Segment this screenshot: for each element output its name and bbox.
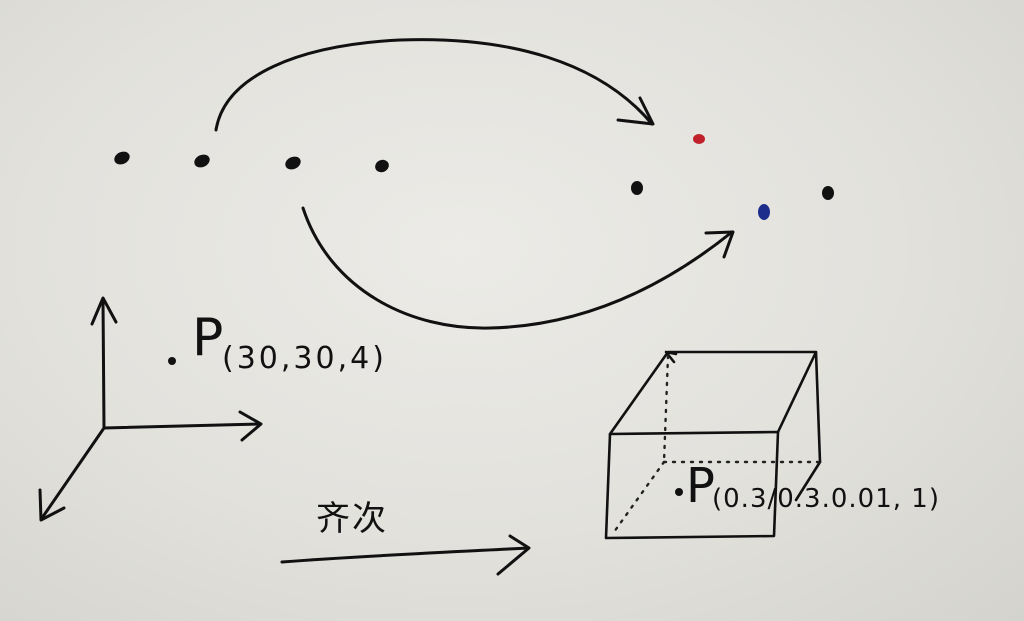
cube-hidden-diagonal <box>612 460 666 534</box>
cube-front-face <box>604 430 780 540</box>
dot-left-3 <box>285 156 301 170</box>
axis-y-arrowhead <box>90 296 118 326</box>
dot-red <box>693 134 705 144</box>
point-p-ndc-coords: (0.3/0.3.0.01, 1) <box>712 484 940 514</box>
upper-arc-arrow <box>214 38 654 132</box>
dot-left-2 <box>194 154 210 168</box>
homogeneous-arrowhead <box>496 534 531 576</box>
cube-hidden-vertical <box>662 354 670 464</box>
axis-z <box>40 426 106 520</box>
dot-left-4 <box>375 159 389 173</box>
dot-blue <box>758 204 770 220</box>
dot-left-1 <box>114 151 130 165</box>
homogeneous-arrow <box>280 546 530 564</box>
axis-x-arrowhead <box>238 410 263 442</box>
homogeneous-transform-label: 齐次 <box>316 499 388 539</box>
dot-right-2 <box>822 186 834 200</box>
point-p-world-coords: (30,30,4) <box>222 341 387 376</box>
axis-y <box>101 298 106 430</box>
lower-arc-arrow <box>301 206 734 330</box>
cube-small-arrow-tip <box>664 350 678 364</box>
point-p-ndc-dot <box>675 488 683 496</box>
point-p-world-label: P <box>192 308 224 368</box>
point-p-ndc-label: P <box>686 458 715 514</box>
cube-top-face <box>608 350 818 436</box>
lower-arrowhead <box>704 230 735 259</box>
axis-x <box>102 422 262 430</box>
dot-right-1 <box>631 181 643 195</box>
cube-right-bottom-edge <box>794 460 822 502</box>
axis-z-arrowhead <box>38 488 66 522</box>
upper-arrowhead <box>616 96 655 126</box>
cube-right-back-edge <box>814 350 822 464</box>
point-p-world-dot <box>168 357 176 365</box>
